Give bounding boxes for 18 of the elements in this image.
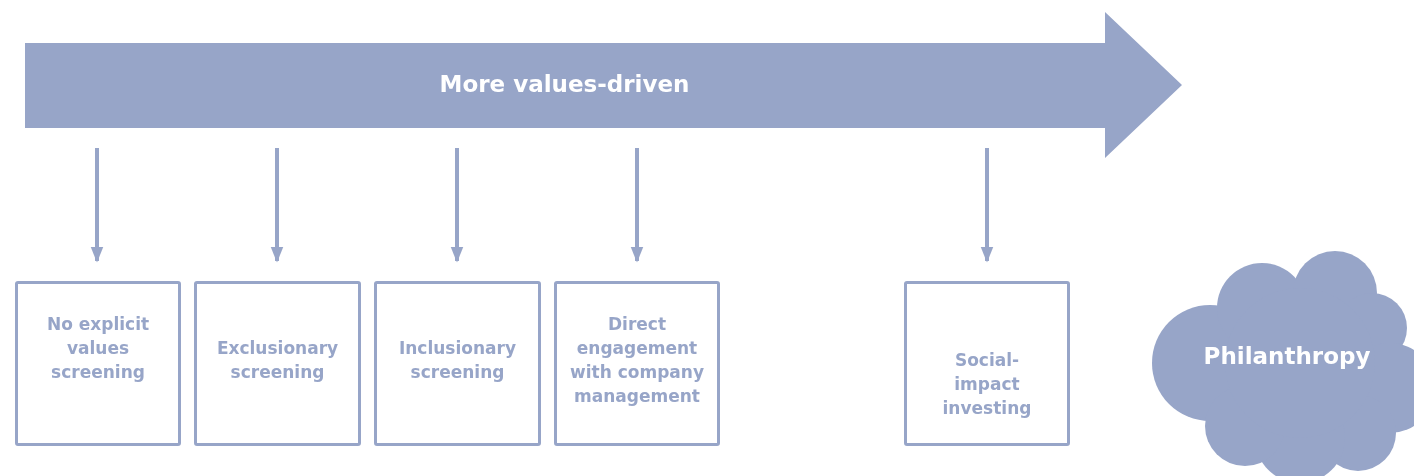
arrow: [630, 148, 644, 263]
category-label: No explicit values screening: [45, 313, 151, 384]
cloud-label: Philanthropy: [1203, 343, 1371, 369]
category-label: Exclusionary screening: [215, 337, 340, 384]
category-box: [374, 281, 541, 446]
arrow: [980, 148, 994, 263]
progress-arrow: [25, 12, 1182, 158]
category-box: [904, 281, 1070, 446]
category-box: [194, 281, 361, 446]
arrow: [270, 148, 284, 263]
category-label: Direct engagement with company management: [569, 313, 705, 408]
category-label: Inclusionary screening: [397, 337, 518, 384]
arrow-label: More values-driven: [439, 71, 690, 97]
arrow: [90, 148, 104, 263]
arrow: [450, 148, 464, 263]
category-box: [15, 281, 181, 446]
category-box: [554, 281, 720, 446]
category-label: Social-impact investing: [941, 349, 1033, 420]
